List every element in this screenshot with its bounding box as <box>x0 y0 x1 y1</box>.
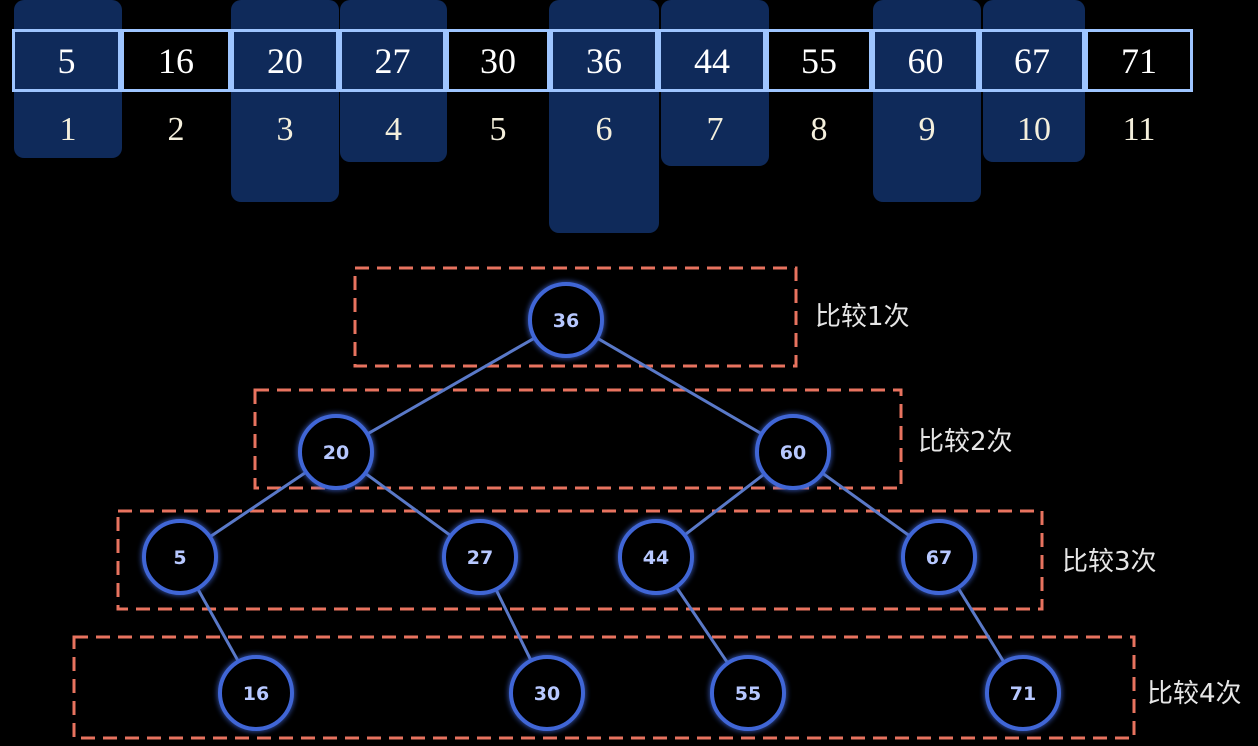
tree-node: 44 <box>618 519 694 595</box>
tree-node: 60 <box>755 414 831 490</box>
tree-node-circle <box>985 655 1061 731</box>
tree-node: 16 <box>218 655 294 731</box>
tree-node-label: 36 <box>553 310 579 332</box>
array-index: 4 <box>385 111 402 148</box>
level-label-2: 比较2次 <box>918 427 1013 457</box>
tree-node-label: 27 <box>467 547 493 569</box>
tree-node: 27 <box>442 519 518 595</box>
tree-node-circle <box>528 282 604 358</box>
tree-node-label: 16 <box>243 683 269 705</box>
array-index: 11 <box>1122 111 1156 148</box>
tree-node-circle <box>710 655 786 731</box>
array-cell: 44 <box>658 29 766 92</box>
tree-node-label: 20 <box>323 442 349 464</box>
array-cell: 36 <box>550 29 658 92</box>
array-index: 10 <box>1017 111 1051 148</box>
tree-edge <box>196 587 240 663</box>
level-box-2 <box>253 388 903 490</box>
tree-edge <box>596 336 763 436</box>
tree-node-circle <box>142 519 218 595</box>
tree-edge <box>366 336 536 436</box>
array-cell: 67 <box>979 29 1085 92</box>
array-index: 7 <box>706 111 724 148</box>
tree-node-circle <box>218 655 294 731</box>
tree-edge <box>956 586 1006 664</box>
array-cell: 27 <box>339 29 446 92</box>
tree-node: 71 <box>985 655 1061 731</box>
level-box-1 <box>353 266 798 368</box>
tree-node-label: 71 <box>1010 683 1036 705</box>
level-box-4 <box>72 635 1136 740</box>
tree-edge <box>364 471 452 538</box>
tree-node: 5 <box>142 519 218 595</box>
tree-edge <box>683 472 766 537</box>
tree-node-label: 55 <box>735 683 761 705</box>
array-index: 5 <box>489 111 507 148</box>
tree-edge <box>821 471 911 538</box>
tree-node-label: 30 <box>534 683 560 705</box>
tree-node-circle <box>901 519 977 595</box>
array-index: 8 <box>810 111 828 148</box>
tree-node: 36 <box>528 282 604 358</box>
tree-edge <box>494 588 533 662</box>
tree-node-label: 67 <box>926 547 952 569</box>
tree-node-circle <box>755 414 831 490</box>
level-label-4: 比较4次 <box>1147 679 1242 709</box>
tree-node: 55 <box>710 655 786 731</box>
array-cell: 16 <box>121 29 231 92</box>
tree-node: 67 <box>901 519 977 595</box>
tree-edge <box>674 585 730 665</box>
array-index: 3 <box>276 111 294 148</box>
array-index: 2 <box>167 111 185 148</box>
array-cell: 60 <box>872 29 979 92</box>
array-index: 9 <box>918 111 936 148</box>
array-cell: 71 <box>1085 29 1193 92</box>
tree-node-circle <box>442 519 518 595</box>
array-cell: 55 <box>766 29 872 92</box>
tree-node-label: 60 <box>780 442 806 464</box>
tree-node-label: 44 <box>643 547 669 569</box>
array-cell: 30 <box>446 29 550 92</box>
array-cell: 5 <box>12 29 121 92</box>
tree-node-circle <box>298 414 374 490</box>
array-index: 6 <box>595 111 613 148</box>
tree-node: 20 <box>298 414 374 490</box>
tree-node-label: 5 <box>173 547 186 569</box>
tree-node: 30 <box>509 655 585 731</box>
array-index: 1 <box>59 111 77 148</box>
tree-edge <box>209 470 307 539</box>
level-label-1: 比较1次 <box>815 302 910 332</box>
array-cell: 20 <box>231 29 339 92</box>
tree-node-circle <box>509 655 585 731</box>
level-box-3 <box>116 509 1044 611</box>
level-label-3: 比较3次 <box>1062 547 1157 577</box>
tree-node-circle <box>618 519 694 595</box>
